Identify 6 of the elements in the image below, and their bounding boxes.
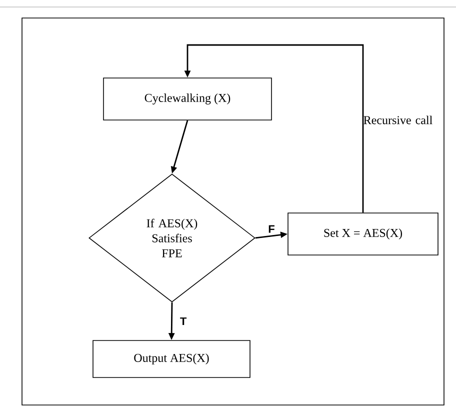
process-box: Output AES(X) bbox=[92, 340, 250, 378]
process-box: Cyclewalking (X) bbox=[103, 78, 272, 120]
edge-label: T bbox=[180, 317, 187, 326]
edge-label: F bbox=[268, 225, 274, 233]
process-box: Set X = AES(X) bbox=[288, 212, 438, 256]
note: Recursive call bbox=[364, 116, 432, 124]
